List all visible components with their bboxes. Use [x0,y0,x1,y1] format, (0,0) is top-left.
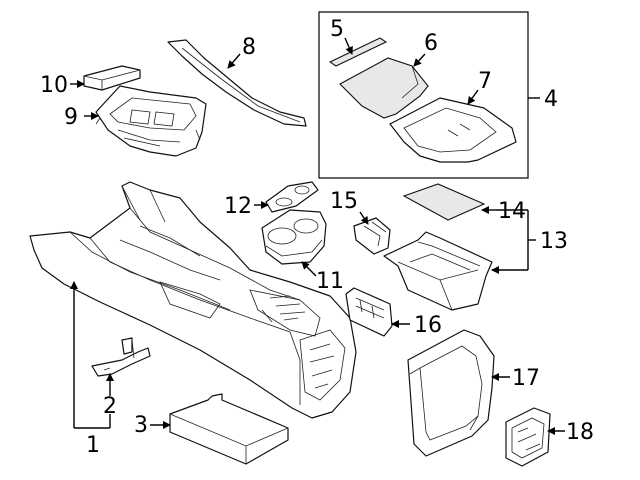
part-cover[interactable] [83,65,141,91]
callout-2: 2 [103,394,117,419]
part-strip[interactable] [328,37,388,67]
leader-lines [70,37,565,435]
inset-frame-group-4 [318,11,529,179]
callout-12: 12 [224,194,252,219]
callout-3: 3 [134,413,148,438]
part-clip[interactable] [353,217,391,255]
part-cupholder[interactable] [261,209,327,265]
part-frame-bezel[interactable] [407,329,495,457]
part-storage-bin[interactable] [383,231,493,311]
callout-13: 13 [540,229,568,254]
callout-4: 4 [544,87,558,112]
callout-14: 14 [498,199,526,224]
callout-11: 11 [316,269,344,294]
part-trim-strip[interactable] [167,39,307,127]
callout-16: 16 [414,313,442,338]
part-bracket-panel[interactable] [345,287,393,337]
part-bracket[interactable] [91,337,151,377]
callout-7: 7 [478,69,492,94]
part-rubber-mat[interactable] [265,181,319,213]
callout-1: 1 [86,433,100,458]
part-shifter-trim[interactable] [389,97,517,163]
part-liner[interactable] [402,183,486,221]
part-switch-panel[interactable] [505,407,551,467]
part-control-panel[interactable] [95,85,207,157]
callout-15: 15 [330,189,358,214]
part-mat[interactable] [339,57,429,119]
callout-10: 10 [40,73,68,98]
callout-labels: 1 2 3 4 5 6 7 8 9 10 11 12 13 14 15 16 1… [40,17,594,458]
callout-6: 6 [424,31,438,56]
callout-5: 5 [330,17,344,42]
callout-8: 8 [242,35,256,60]
part-pad[interactable] [169,393,289,465]
callout-17: 17 [512,366,540,391]
callout-18: 18 [566,420,594,445]
part-console-body[interactable] [29,181,357,419]
callout-9: 9 [64,105,78,130]
